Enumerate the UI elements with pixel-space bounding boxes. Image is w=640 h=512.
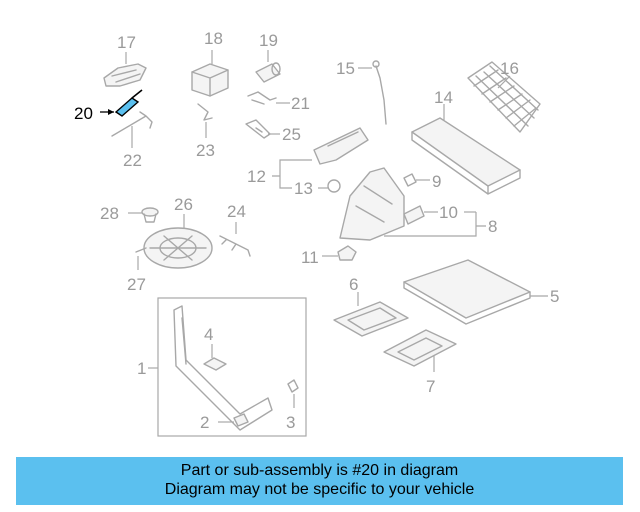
part-25-bracket	[245, 119, 280, 139]
callout-5[interactable]: 5	[550, 287, 559, 306]
part-9-clip	[403, 173, 430, 187]
callout-14[interactable]: 14	[434, 88, 453, 107]
part-12-trim	[272, 127, 369, 189]
callout-24[interactable]: 24	[227, 202, 246, 221]
callout-27[interactable]: 27	[127, 275, 146, 294]
part-10-panel	[403, 205, 476, 225]
callout-9[interactable]: 9	[432, 172, 441, 191]
part-13-clip	[318, 179, 341, 193]
banner-line-1: Part or sub-assembly is #20 in diagram	[180, 462, 459, 479]
part-27-bracket	[135, 247, 147, 270]
banner-line-2: Diagram may not be specific to your vehi…	[164, 481, 475, 498]
callout-16[interactable]: 16	[500, 59, 519, 78]
part-8-side-trim	[339, 167, 486, 241]
callout-15[interactable]: 15	[336, 59, 355, 78]
callout-17[interactable]: 17	[117, 33, 136, 52]
callout-18[interactable]: 18	[204, 29, 223, 48]
part-15-rod	[358, 60, 387, 125]
part-5-trunk-mat	[403, 259, 548, 325]
part-26-tire-tray	[143, 214, 213, 269]
part-20-tool[interactable]	[100, 89, 143, 117]
callout-26[interactable]: 26	[174, 195, 193, 214]
part-21-bracket	[247, 91, 290, 105]
callout-8[interactable]: 8	[488, 217, 497, 236]
callout-23[interactable]: 23	[196, 141, 215, 160]
part-11-clip	[322, 245, 357, 261]
info-banner: Part or sub-assembly is #20 in diagram D…	[16, 457, 623, 505]
callout-7[interactable]: 7	[426, 377, 435, 396]
callout-22[interactable]: 22	[123, 151, 142, 170]
group-box-trunk-trim	[148, 297, 307, 437]
callout-4[interactable]: 4	[204, 325, 213, 344]
part-28-cap	[128, 207, 159, 223]
callout-28[interactable]: 28	[100, 204, 119, 223]
callout-20[interactable]: 20	[74, 104, 93, 123]
part-4-label	[203, 344, 227, 371]
part-19-cylinder	[255, 50, 281, 83]
part-18-box	[191, 50, 229, 97]
part-23-clip	[197, 103, 213, 138]
part-22-wrench	[111, 111, 153, 148]
part-6-tray	[333, 292, 409, 337]
callout-25[interactable]: 25	[282, 125, 301, 144]
part-3-clip	[287, 379, 299, 408]
callout-19[interactable]: 19	[259, 31, 278, 50]
callout-13[interactable]: 13	[294, 179, 313, 198]
callout-10[interactable]: 10	[439, 203, 458, 222]
callout-2[interactable]: 2	[200, 413, 209, 432]
callout-12[interactable]: 12	[247, 167, 266, 186]
callout-1[interactable]: 1	[137, 359, 146, 378]
part-24-bracket	[219, 222, 251, 257]
callout-21[interactable]: 21	[291, 94, 310, 113]
part-14-rear-shelf	[411, 104, 521, 195]
callout-3[interactable]: 3	[286, 413, 295, 432]
callout-11[interactable]: 11	[301, 248, 319, 267]
part-17-jack	[103, 52, 147, 87]
part-2-clip	[218, 413, 249, 427]
callout-6[interactable]: 6	[349, 275, 358, 294]
part-7-tray	[383, 329, 457, 372]
part-16-cargo-net	[467, 61, 541, 133]
